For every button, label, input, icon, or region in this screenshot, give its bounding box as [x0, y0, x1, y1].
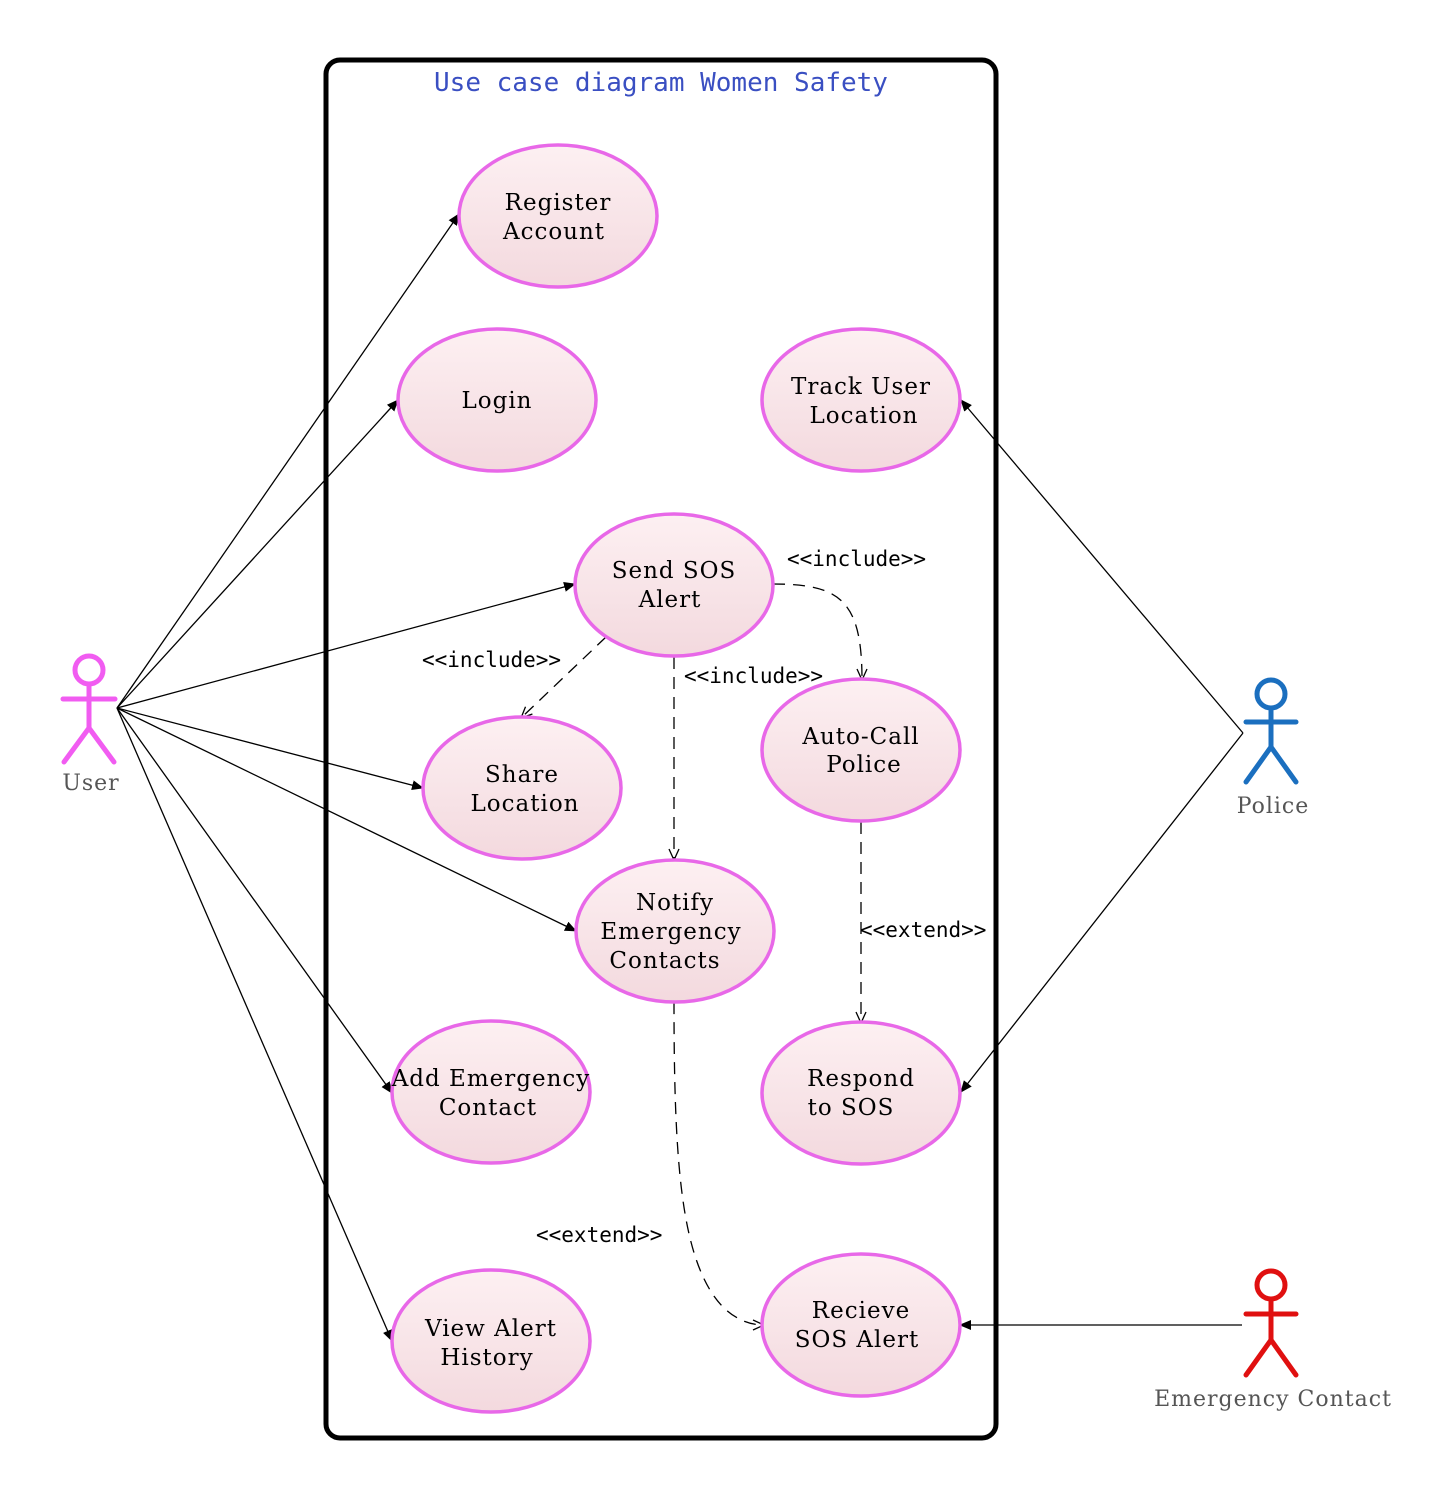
dependency-relations: [519, 583, 868, 1331]
svg-text:Contacts: Contacts: [609, 948, 720, 974]
use-case-view-alert-history: View Alert History: [390, 1268, 592, 1414]
association-user-send-sos: [116, 582, 576, 709]
use-case-send-sos-alert: Send SOS Alert: [573, 512, 775, 658]
use-case-register-account: Register Account: [457, 143, 659, 289]
association-user-add-contact: [116, 707, 393, 1094]
svg-text:Share: Share: [485, 762, 559, 788]
stick-figure-icon: [60, 653, 118, 765]
use-case-recieve-sos-alert: Recieve SOS Alert: [760, 1252, 962, 1398]
stick-figure-icon: [1243, 1268, 1299, 1378]
label-include-share-location: <<include>>: [422, 648, 561, 672]
stick-figure-icon: [1243, 677, 1299, 785]
include-send-sos-auto-call: [772, 583, 868, 682]
svg-text:Account: Account: [502, 219, 605, 245]
svg-text:History: History: [440, 1345, 533, 1371]
svg-text:Alert: Alert: [638, 587, 702, 613]
actor-emergency-contact: Emergency Contact: [1154, 1268, 1392, 1412]
association-user-notify: [116, 707, 577, 932]
svg-text:Send SOS: Send SOS: [612, 558, 737, 584]
svg-text:SOS Alert: SOS Alert: [795, 1327, 920, 1353]
use-case-track-user-location: Track User Location: [760, 327, 962, 473]
svg-text:Contact: Contact: [439, 1095, 537, 1121]
svg-text:Police: Police: [826, 752, 902, 778]
police-associations: [960, 399, 1244, 1093]
svg-text:Emergency Contact: Emergency Contact: [1154, 1387, 1392, 1412]
use-case-login: Login: [396, 327, 598, 473]
association-user-share-location: [116, 707, 424, 791]
association-police-track: [960, 399, 1244, 734]
use-case-notify-emergency-contacts: Notify Emergency Contacts: [574, 858, 776, 1004]
use-case-auto-call-police: Auto-Call Police: [760, 677, 962, 823]
association-police-respond: [960, 732, 1244, 1093]
actor-user: User: [60, 653, 119, 796]
label-include-auto-call: <<include>>: [787, 547, 926, 571]
label-extend-respond: <<extend>>: [860, 918, 986, 942]
svg-text:Auto-Call: Auto-Call: [801, 724, 919, 750]
svg-text:Location: Location: [810, 403, 919, 429]
svg-text:Notify: Notify: [636, 890, 714, 916]
label-include-notify: <<include>>: [684, 664, 823, 688]
association-user-login: [116, 399, 399, 709]
svg-text:Respond: Respond: [807, 1066, 915, 1092]
use-case-add-emergency-contact: Add Emergency Contact: [390, 1019, 592, 1165]
svg-text:Register: Register: [505, 190, 612, 216]
svg-text:to SOS: to SOS: [808, 1095, 895, 1121]
svg-text:Police: Police: [1237, 794, 1310, 819]
diagram-title: Use case diagram Women Safety: [434, 68, 888, 98]
svg-text:Emergency: Emergency: [600, 919, 741, 945]
actor-police: Police: [1237, 677, 1310, 819]
svg-text:User: User: [62, 771, 119, 796]
label-extend-recieve: <<extend>>: [536, 1223, 662, 1247]
user-associations: [116, 213, 577, 1342]
svg-text:Add Emergency: Add Emergency: [391, 1066, 591, 1092]
svg-text:View Alert: View Alert: [424, 1316, 557, 1342]
svg-text:Track User: Track User: [791, 374, 931, 400]
svg-text:Login: Login: [461, 388, 532, 414]
association-user-register: [116, 213, 460, 709]
extend-notify-recieve: [673, 1001, 766, 1331]
svg-text:Location: Location: [471, 791, 580, 817]
system-boundary: [323, 57, 999, 1441]
use-case-share-location: Share Location: [421, 715, 623, 861]
svg-text:Recieve: Recieve: [812, 1298, 910, 1324]
association-user-view-history: [116, 707, 393, 1342]
use-case-respond-to-sos: Respond to SOS: [760, 1020, 962, 1166]
